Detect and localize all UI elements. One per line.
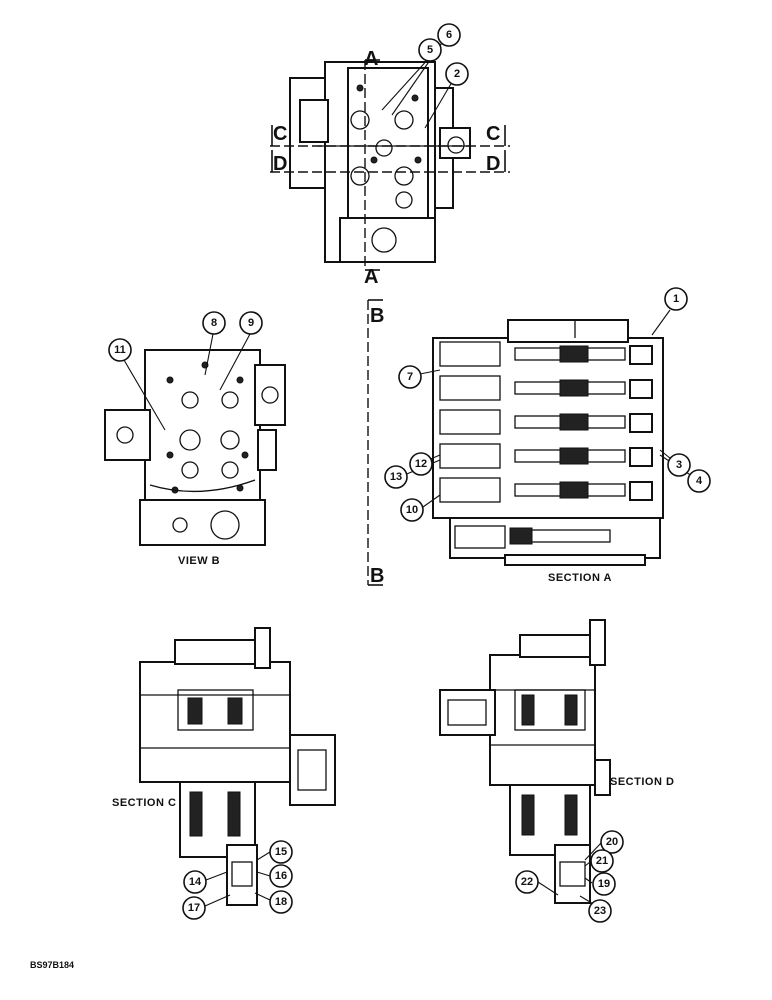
svg-text:22: 22 xyxy=(521,876,533,888)
svg-text:3: 3 xyxy=(676,459,682,471)
callout-4: 4 xyxy=(687,469,711,493)
callout-16: 16 xyxy=(269,864,293,888)
callout-11: 11 xyxy=(108,338,132,362)
callout-19: 19 xyxy=(592,872,616,896)
marker-d-right: D xyxy=(486,153,500,175)
svg-text:9: 9 xyxy=(248,317,254,329)
svg-text:12: 12 xyxy=(415,458,427,470)
section-a-drawing xyxy=(432,319,664,566)
callout-2: 2 xyxy=(445,62,469,86)
callout-18: 18 xyxy=(269,890,293,914)
callout-3: 3 xyxy=(667,453,691,477)
marker-c-right: C xyxy=(486,123,500,145)
section-cut-lines xyxy=(270,59,510,586)
callout-12: 12 xyxy=(409,452,433,476)
marker-b-bottom: B xyxy=(370,565,384,587)
svg-text:14: 14 xyxy=(189,876,202,888)
callout-8: 8 xyxy=(202,311,226,335)
svg-text:15: 15 xyxy=(275,846,287,858)
view-b-caption: VIEW B xyxy=(178,555,220,567)
callout-15: 15 xyxy=(269,840,293,864)
svg-text:1: 1 xyxy=(673,293,679,305)
svg-text:2: 2 xyxy=(454,68,460,80)
svg-text:13: 13 xyxy=(390,471,402,483)
section-c-caption: SECTION C xyxy=(112,797,176,809)
callout-14: 14 xyxy=(183,870,207,894)
callout-17: 17 xyxy=(182,896,206,920)
svg-text:6: 6 xyxy=(446,29,452,41)
callout-13: 13 xyxy=(384,465,408,489)
callout-9: 9 xyxy=(239,311,263,335)
svg-text:8: 8 xyxy=(211,317,217,329)
leader-lines xyxy=(123,39,696,907)
section-d-caption: SECTION D xyxy=(610,776,674,788)
callout-10: 10 xyxy=(400,498,424,522)
callout-23: 23 xyxy=(588,899,612,923)
callout-22: 22 xyxy=(515,870,539,894)
svg-text:21: 21 xyxy=(596,855,608,867)
svg-text:10: 10 xyxy=(406,504,418,516)
callout-21: 21 xyxy=(590,849,614,873)
callout-7: 7 xyxy=(398,365,422,389)
figure-id: BS97B184 xyxy=(30,960,74,970)
section-a-caption: SECTION A xyxy=(548,572,612,584)
svg-text:16: 16 xyxy=(275,870,287,882)
svg-text:20: 20 xyxy=(606,836,618,848)
svg-text:5: 5 xyxy=(427,44,433,56)
marker-d-left: D xyxy=(273,153,287,175)
callout-20: 20 xyxy=(600,830,624,854)
callout-6: 6 xyxy=(437,23,461,47)
view-b-drawing xyxy=(104,349,286,546)
svg-text:4: 4 xyxy=(696,475,703,487)
top-view xyxy=(289,61,471,263)
svg-text:18: 18 xyxy=(275,896,287,908)
svg-text:19: 19 xyxy=(598,878,610,890)
callout-1: 1 xyxy=(664,287,688,311)
svg-text:17: 17 xyxy=(188,902,200,914)
marker-a-bottom: A xyxy=(364,266,378,288)
svg-text:23: 23 xyxy=(594,905,606,917)
marker-b-top: B xyxy=(370,305,384,327)
callout-5: 5 xyxy=(418,38,442,62)
svg-text:7: 7 xyxy=(407,371,413,383)
marker-a-top: A xyxy=(364,48,378,70)
section-d-drawing xyxy=(439,619,611,904)
section-c-drawing xyxy=(139,627,336,906)
svg-text:11: 11 xyxy=(114,344,126,356)
marker-c-left: C xyxy=(273,123,287,145)
